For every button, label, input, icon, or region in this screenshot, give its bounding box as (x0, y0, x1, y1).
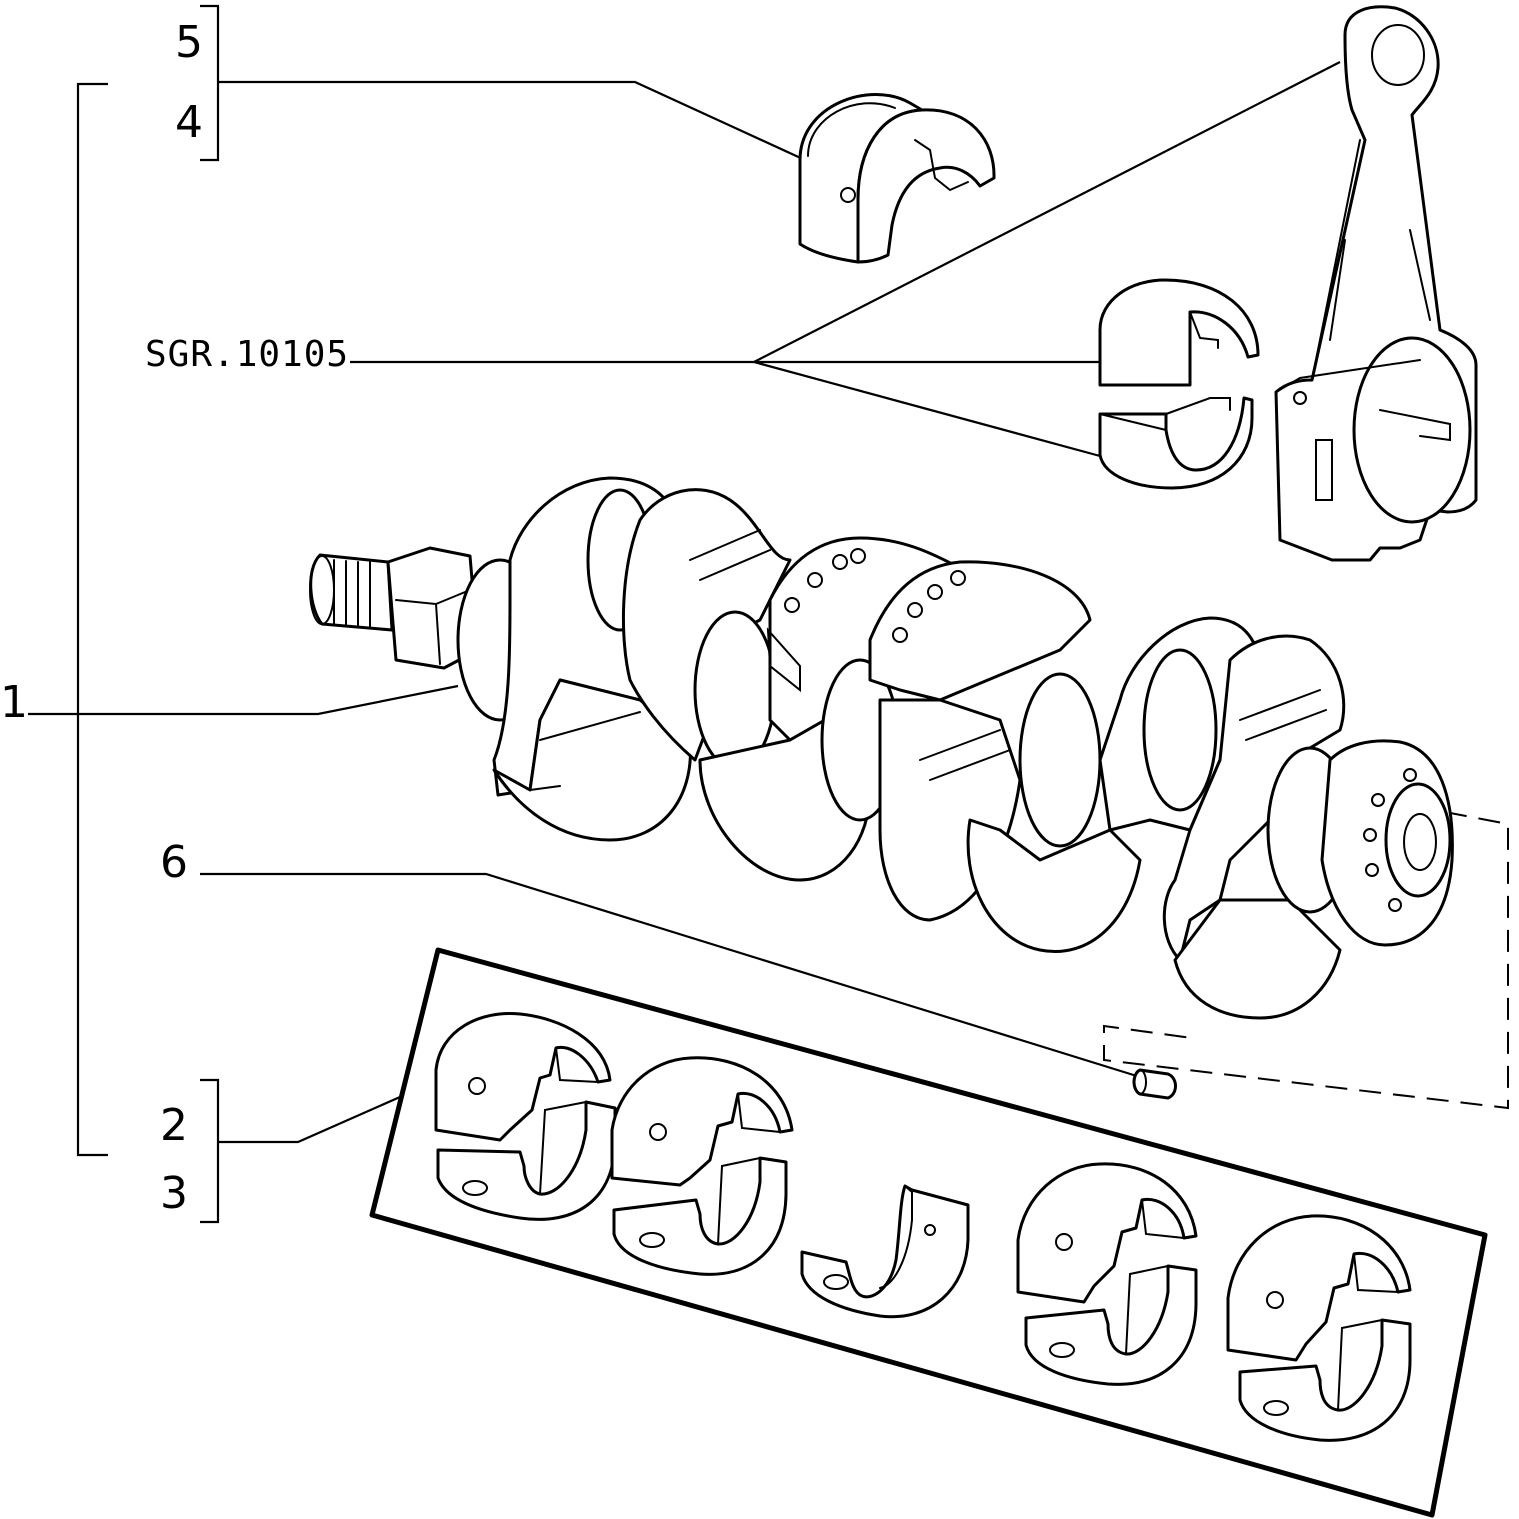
main-bearing-pair-5 (1226, 1214, 1412, 1442)
dowel-pin (1132, 1068, 1177, 1100)
callout-4: 4 (175, 97, 203, 148)
conrod-bearing-shells (1098, 278, 1260, 490)
leader-lines (28, 4, 1509, 1224)
callout-5: 5 (175, 17, 203, 68)
connecting-rod (1274, 5, 1478, 562)
callout-2: 2 (160, 1100, 188, 1151)
callout-6: 6 (160, 837, 188, 888)
crankshaft (309, 476, 1454, 1020)
main-bearing-pair-4 (1016, 1162, 1198, 1386)
reference-code-label: SGR.10105 (145, 334, 349, 375)
main-bearing-pair-1 (434, 1011, 617, 1221)
main-bearing-center-half (800, 1184, 970, 1319)
main-bearing-pair-2 (610, 1056, 794, 1276)
main-bearing-kit (369, 947, 1488, 1518)
thrust-washer-halves (798, 93, 996, 264)
callout-1: 1 (0, 677, 28, 728)
callout-3: 3 (160, 1168, 188, 1219)
